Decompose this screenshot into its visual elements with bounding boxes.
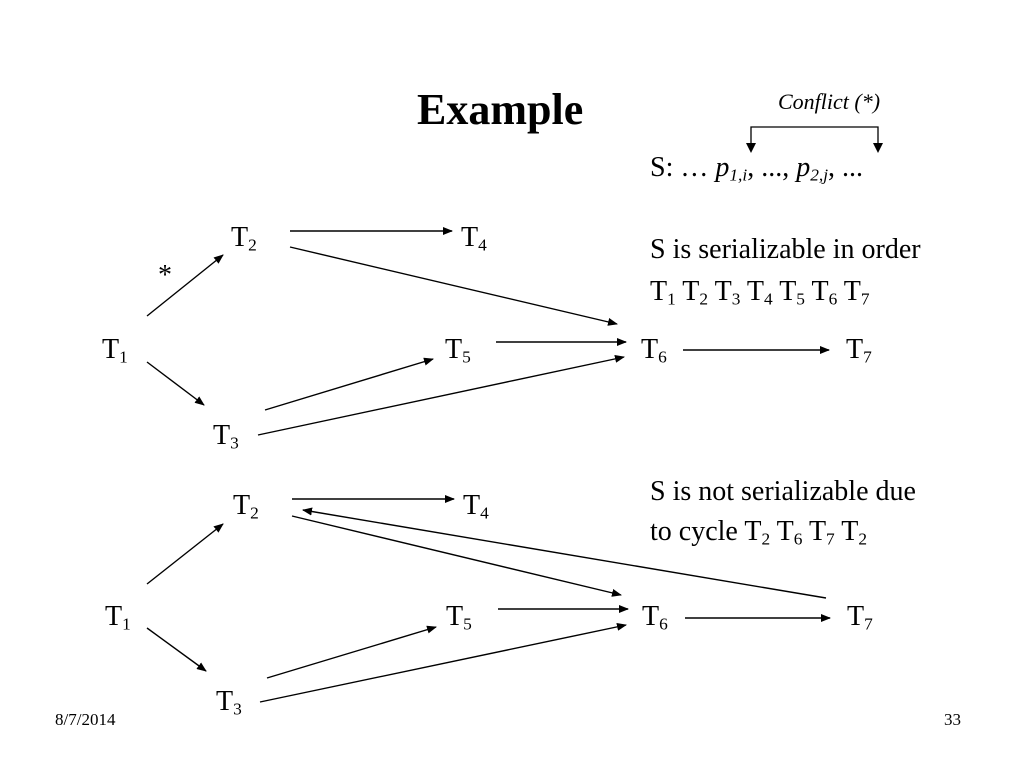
order-item: T7 [843, 276, 870, 309]
cycle-prefix: to cycle [650, 516, 738, 547]
order-item: T3 [714, 276, 741, 309]
statement1-line1: S is serializable in order [650, 234, 921, 265]
footer-date: 8/7/2014 [55, 710, 116, 729]
cycle-item: T6 [776, 516, 803, 549]
graph1-edge-t1-t2 [146, 254, 224, 317]
graph2-edge-t2-t6 [291, 515, 622, 597]
graph2-node-t6: T6 [642, 601, 668, 634]
graph1-node-t4: T4 [461, 222, 487, 255]
graph2-edge-t3-t5 [266, 625, 437, 679]
schedule-prefix: S: … [650, 152, 716, 183]
graph2-node-t5: T5 [446, 601, 472, 634]
graph1-node-t7: T7 [846, 334, 872, 367]
graph1-edge-t3-t5 [264, 357, 434, 411]
operation-p2j: p2,j [796, 152, 829, 185]
schedule-line: S: … p1,i, ..., p2,j, ... [650, 152, 864, 185]
graph1-node-t2: T2 [231, 222, 257, 255]
statement2-line1: S is not serializable due [650, 476, 916, 507]
order-item: T5 [779, 276, 805, 309]
graph2-node-t2: T2 [233, 490, 259, 523]
page-title: Example [417, 85, 584, 134]
page-number: 33 [944, 710, 961, 729]
schedule-middle: , ..., [747, 152, 797, 183]
schedule-suffix: , ... [828, 152, 864, 183]
graph1-node-t6: T6 [641, 334, 667, 367]
conflict-label: Conflict (*) [778, 89, 881, 114]
graph1-edge-t1-t3 [146, 361, 205, 406]
order-item: T2 [682, 276, 709, 309]
graph1-node-t3: T3 [213, 420, 239, 453]
cycle-item: T2 [744, 516, 771, 549]
graph2-node-t3: T3 [216, 686, 242, 719]
statement1-order: T1 T2 T3 T4 T5 T6 T7 [650, 276, 870, 309]
graph2-node-t4: T4 [463, 490, 489, 523]
order-item: T1 [650, 276, 676, 309]
graph2-node-t7: T7 [847, 601, 873, 634]
conflict-bracket [746, 126, 883, 153]
cycle-item: T2 [841, 516, 868, 549]
graph2-edge-t1-t2 [146, 523, 224, 585]
graph1-edge-t2-t6 [289, 246, 618, 326]
graph2-node-t1: T1 [105, 601, 131, 634]
cycle-item: T7 [808, 516, 835, 549]
graph1-edge-t3-t6 [257, 354, 625, 436]
graph2-edge-t7-t2 [302, 507, 827, 599]
graph1-node-t5: T5 [445, 334, 471, 367]
graph1-node-t1: T1 [102, 334, 128, 367]
graph2-edge-t1-t3 [146, 627, 207, 672]
order-item: T4 [746, 276, 773, 309]
graph1-conflict-star: * [158, 260, 172, 291]
order-item: T6 [811, 276, 838, 309]
graph2-edge-t3-t6 [259, 622, 627, 703]
operation-p1i: p1,i [715, 152, 748, 185]
statement2-line2: to cycle T2 T6 T7 T2 [650, 516, 868, 549]
